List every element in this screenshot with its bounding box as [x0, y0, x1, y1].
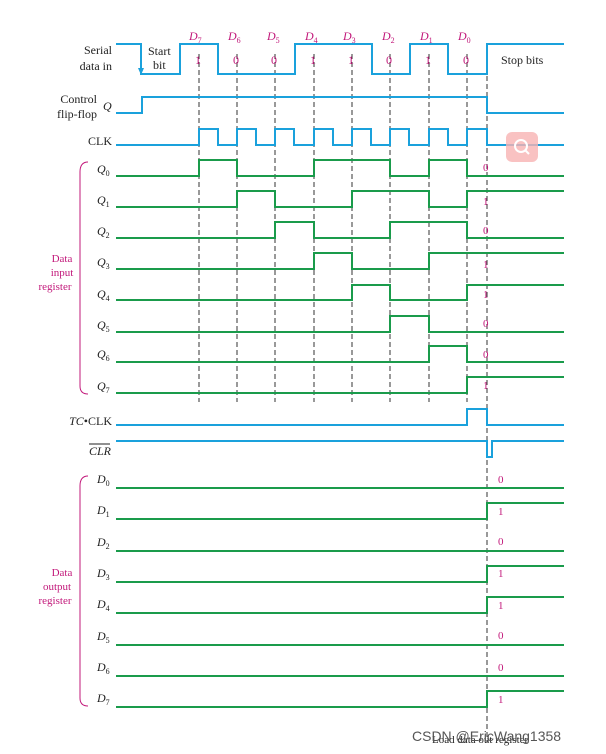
top-bit-labels: D7 D6 D5 D4 D3 D2 D1 D0 — [188, 29, 471, 45]
clk-waveform — [116, 128, 564, 146]
input-register-final-values: 0 1 0 1 1 0 0 1 — [483, 162, 489, 392]
control-waveform — [116, 96, 564, 114]
d0-out-value: 0 — [498, 474, 504, 486]
serial-bit-7: 1 — [425, 53, 431, 67]
q5-final-value: 0 — [483, 318, 489, 330]
serial-bit-8: 0 — [463, 53, 469, 67]
serial-bit-3: 0 — [271, 53, 277, 67]
top-label-d2: D2 — [381, 29, 395, 45]
d1-out-value: 1 — [498, 506, 504, 518]
d3-out-waveform — [116, 565, 564, 583]
serial-bit-4: 1 — [310, 53, 316, 67]
input-group-line3: register — [39, 281, 72, 293]
d7-out-waveform — [116, 690, 564, 708]
top-label-d7: D7 — [188, 29, 202, 45]
clk-label: CLK — [88, 134, 112, 148]
input-register-bracket — [79, 161, 89, 395]
control-q-label: Q — [103, 99, 112, 113]
output-register-waveforms — [116, 487, 564, 708]
zoom-icon[interactable] — [506, 132, 538, 162]
q4-label: Q4 — [97, 287, 110, 303]
q0-final-value: 0 — [483, 162, 489, 174]
serial-bit-2: 0 — [233, 53, 239, 67]
serial-arrow — [138, 68, 144, 75]
q2-waveform — [116, 221, 564, 239]
q2-final-value: 0 — [483, 225, 489, 237]
input-register-waveforms — [116, 159, 564, 394]
q4-final-value: 1 — [483, 289, 489, 301]
d1-out-waveform — [116, 502, 564, 520]
watermark: CSDN @EricWang1358 — [412, 728, 561, 744]
load-data-out-register-label: Load data out register — [432, 734, 529, 746]
tc-clk-waveform — [116, 408, 564, 426]
q1-waveform — [116, 190, 564, 208]
output-group-line2: output — [43, 581, 71, 593]
q0-label: Q0 — [97, 162, 110, 178]
top-label-d3: D3 — [342, 29, 356, 45]
control-label-line1: Control — [60, 92, 97, 106]
output-register-values: 0 1 0 1 1 0 0 1 — [498, 474, 504, 706]
d5-out-label: D5 — [96, 629, 110, 645]
serial-bits: 1 0 0 1 1 0 1 0 — [195, 53, 469, 67]
d6-out-value: 0 — [498, 662, 504, 674]
output-register-bracket — [79, 475, 89, 707]
serial-label-line1: Serial — [84, 43, 113, 57]
d7-out-label: D7 — [96, 691, 110, 707]
q6-label: Q6 — [97, 347, 110, 363]
q7-label: Q7 — [97, 379, 110, 395]
top-label-d4: D4 — [304, 29, 318, 45]
d2-out-value: 0 — [498, 536, 504, 548]
d4-out-label: D4 — [96, 597, 110, 613]
d6-out-label: D6 — [96, 660, 110, 676]
d1-out-label: D1 — [96, 503, 110, 519]
q3-final-value: 1 — [483, 259, 489, 271]
q0-waveform — [116, 159, 564, 177]
clr-waveform — [116, 440, 564, 458]
control-label-line2: flip-flop — [57, 107, 97, 121]
start-bit-label-line1: Start — [148, 44, 171, 58]
output-group-line3: register — [39, 595, 72, 607]
output-register-labels: D0 D1 D2 D3 D4 D5 D6 D7 — [96, 472, 110, 707]
output-group-line1: Data — [52, 567, 73, 579]
top-label-d1: D1 — [419, 29, 433, 45]
d2-out-label: D2 — [96, 535, 110, 551]
tc-clk-label: TC•CLK — [69, 414, 112, 428]
input-group-line1: Data — [52, 253, 73, 265]
d4-out-value: 1 — [498, 600, 504, 612]
d0-out-label: D0 — [96, 472, 110, 488]
q5-label: Q5 — [97, 318, 110, 334]
clock-dashed-lines — [198, 54, 488, 742]
serial-bit-5: 1 — [348, 53, 354, 67]
q3-label: Q3 — [97, 255, 110, 271]
q6-final-value: 0 — [483, 349, 489, 361]
q2-label: Q2 — [97, 224, 110, 240]
d5-out-value: 0 — [498, 630, 504, 642]
q7-waveform — [116, 376, 564, 394]
d3-out-value: 1 — [498, 568, 504, 580]
q6-waveform — [116, 345, 564, 363]
serial-waveform — [116, 43, 564, 75]
stop-bits-label: Stop bits — [501, 53, 544, 67]
serial-bit-6: 0 — [386, 53, 392, 67]
clr-label: CLR — [89, 444, 112, 458]
serial-label-line2: data in — [80, 59, 112, 73]
input-register-labels: Q0 Q1 Q2 Q3 Q4 Q5 Q6 Q7 — [97, 162, 110, 395]
top-label-d6: D6 — [227, 29, 241, 45]
serial-bit-1: 1 — [195, 53, 201, 67]
d4-out-waveform — [116, 596, 564, 614]
q5-waveform — [116, 315, 564, 333]
q4-waveform — [116, 284, 564, 301]
q1-label: Q1 — [97, 193, 110, 209]
q1-final-value: 1 — [483, 196, 489, 208]
q3-waveform — [116, 252, 564, 270]
q7-final-value: 1 — [483, 380, 489, 392]
d7-out-value: 1 — [498, 694, 504, 706]
top-label-d5: D5 — [266, 29, 280, 45]
top-label-d0: D0 — [457, 29, 471, 45]
start-bit-label-line2: bit — [153, 58, 166, 72]
d3-out-label: D3 — [96, 566, 110, 582]
input-group-line2: input — [51, 267, 74, 279]
